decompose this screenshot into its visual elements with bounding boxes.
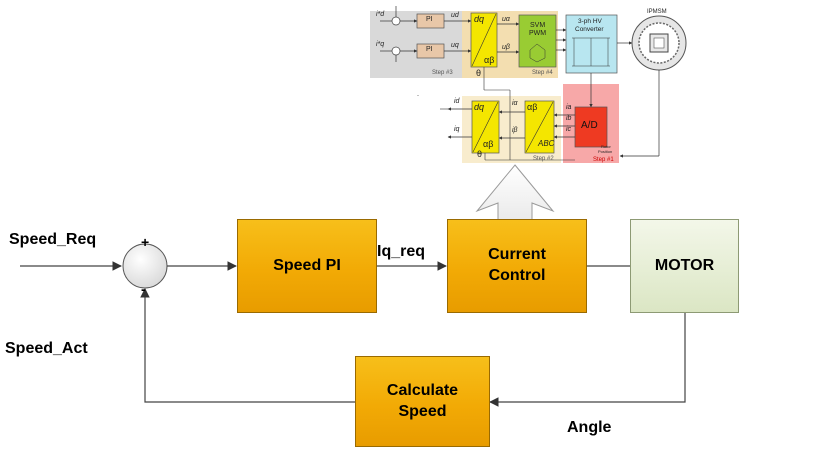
step2-label: Step #2 (533, 156, 554, 162)
ib-phase-label: ib (566, 115, 572, 122)
abc-label: ABC (538, 139, 555, 148)
zoom-up-arrow (475, 164, 555, 227)
sum-minus-sign: - (141, 281, 146, 297)
mini-sum-q (391, 46, 401, 56)
converter-block (565, 14, 618, 74)
iq-req-label: Iq_req (377, 243, 426, 260)
angle-label: Angle (567, 419, 612, 436)
ub-label: uβ (502, 44, 510, 51)
theta-label-bottom: θ (477, 149, 483, 159)
speed-req-label: Speed_Req (9, 231, 97, 248)
calculate-speed-label-1: Calculate (386, 381, 459, 399)
motor-block: MOTOR (630, 219, 739, 313)
converter-label-1: 3-ph HV (578, 18, 602, 25)
rotor-label-1: Rotor (601, 144, 611, 149)
id-ref-label: i*d (376, 11, 385, 18)
ab-label-bottom-left: αβ (483, 139, 494, 149)
motor-label: MOTOR (654, 256, 715, 274)
iq-ref-label: i*q (376, 41, 385, 48)
pi-q-label: PI (426, 46, 433, 53)
ab-label-top: αβ (484, 55, 495, 65)
step4-label: Step #4 (532, 70, 553, 76)
ad-label: A/D (581, 120, 598, 131)
ibeta-label: iβ (512, 127, 518, 134)
converter-label-2: Converter (575, 26, 604, 33)
rotor-label-2: Position (598, 149, 613, 154)
step1-label: Step #1 (593, 157, 614, 163)
svm-label-2: PWM (529, 30, 547, 37)
current-control-label-2: Control (488, 267, 546, 284)
svm-pwm-block (518, 14, 557, 68)
current-control-label-1: Current (488, 246, 546, 264)
pi-d-label: PI (426, 16, 433, 23)
ad-block (574, 106, 608, 148)
speed-act-label: Speed_Act (5, 340, 88, 357)
ia-phase-label: ia (566, 104, 572, 111)
ud-label: ud (451, 12, 459, 19)
dq-label-bottom: dq (474, 102, 485, 112)
iq-label: iq (454, 126, 460, 133)
motor-to-calc-line (489, 313, 686, 407)
mini-sum-d (391, 16, 401, 26)
speed-pi-label: Speed PI (273, 256, 341, 274)
calc-to-sum-line (140, 288, 355, 403)
current-control-block: Current Control (447, 219, 587, 313)
speed-pi-block: Speed PI (237, 219, 377, 313)
dq-label-top: dq (474, 14, 485, 24)
calculate-speed-block: Calculate Speed (355, 356, 490, 447)
svm-label-1: SVM (530, 22, 546, 29)
sum-plus-sign: + (141, 234, 150, 250)
calculate-speed-label-2: Speed (398, 402, 447, 420)
ic-phase-label: ic (566, 126, 572, 133)
step3-label: Step #3 (432, 70, 453, 76)
uq-label: uq (451, 42, 459, 49)
ab-label-bottom-right: αβ (527, 102, 538, 112)
ipmsm-label: IPMSM (647, 9, 667, 15)
id-label: id (454, 98, 460, 105)
theta-label-top: θ (476, 68, 482, 78)
ua-label: uα (502, 16, 510, 23)
ialpha-label: iα (512, 100, 518, 107)
